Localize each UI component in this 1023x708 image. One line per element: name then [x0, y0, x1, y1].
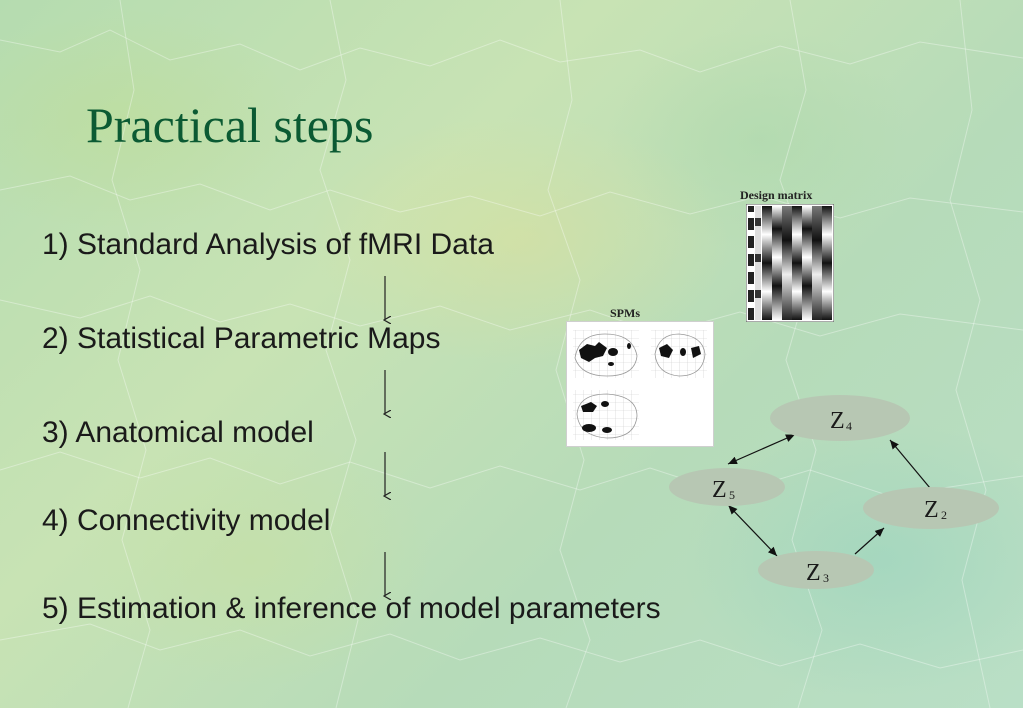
- node-z5: Z 5: [669, 468, 785, 506]
- step-5-estimation-inference: 5) Estimation & inference of model param…: [42, 592, 661, 625]
- step-1-standard-analysis: 1) Standard Analysis of fMRI Data: [42, 228, 494, 261]
- node-z5-subscript: 5: [729, 488, 735, 502]
- node-z2-letter: Z: [924, 497, 939, 523]
- slide-title: Practical steps: [86, 97, 374, 153]
- node-z4: Z 4: [770, 395, 910, 441]
- spm-glass-brain-image: [573, 330, 707, 440]
- step-2-statistical-maps: 2) Statistical Parametric Maps: [42, 322, 441, 355]
- edge-z2-z4: [889, 439, 931, 489]
- design-matrix-image: [746, 204, 834, 322]
- step-4-connectivity-model: 4) Connectivity model: [42, 504, 331, 537]
- node-z3-subscript: 3: [823, 571, 829, 585]
- design-matrix-label: Design matrix: [740, 188, 813, 202]
- node-z3: Z 3: [758, 551, 874, 589]
- node-z4-letter: Z: [830, 408, 845, 434]
- step-3-anatomical-model: 3) Anatomical model: [42, 416, 314, 449]
- node-z2: Z 2: [863, 487, 999, 529]
- edge-z5-z3: [728, 505, 778, 557]
- node-z5-letter: Z: [712, 477, 727, 503]
- spms-label: SPMs: [610, 306, 640, 320]
- node-z4-subscript: 4: [846, 419, 852, 433]
- edge-z3-z2: [854, 527, 885, 555]
- node-z2-subscript: 2: [941, 508, 947, 522]
- edge-z4-z5: [727, 434, 795, 465]
- node-z3-letter: Z: [806, 560, 821, 586]
- spm-glass-brain-panel: [566, 321, 714, 447]
